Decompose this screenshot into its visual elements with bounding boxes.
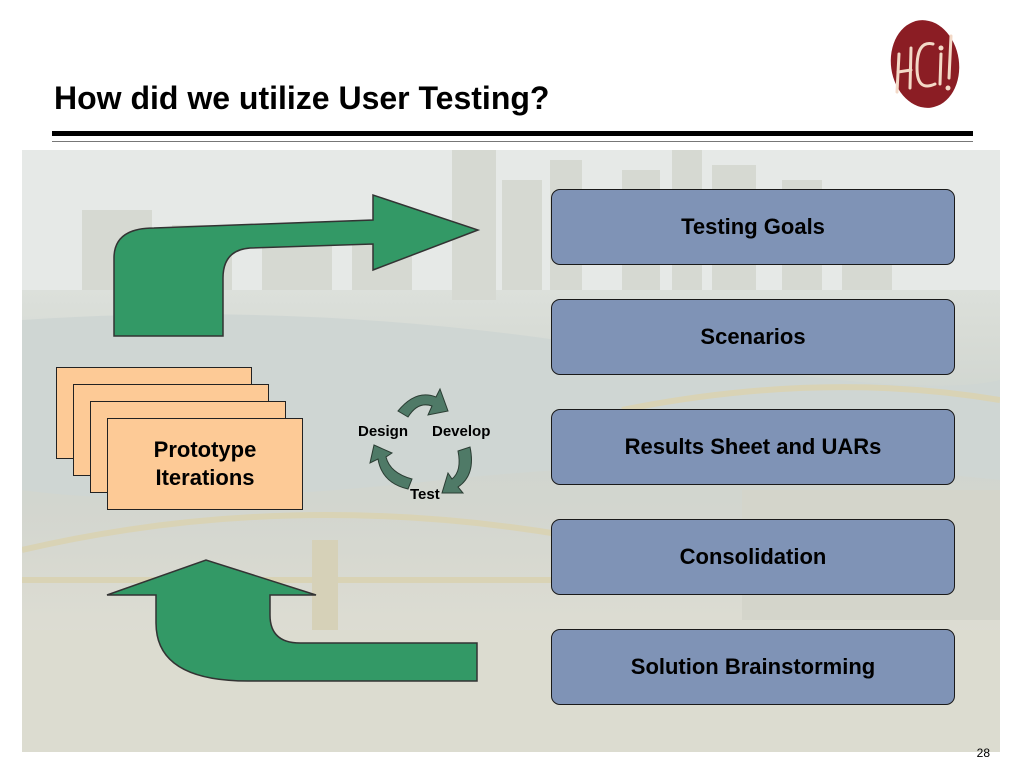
prototype-label-line2: Iterations <box>155 465 255 490</box>
step-solution-brainstorming: Solution Brainstorming <box>551 629 955 705</box>
title-divider <box>52 131 973 136</box>
hci-logo <box>890 20 960 108</box>
step-scenarios: Scenarios <box>551 299 955 375</box>
prototype-iterations-card: Prototype Iterations <box>107 418 303 510</box>
page-number: 28 <box>976 746 990 760</box>
cycle-label-develop: Develop <box>432 423 491 440</box>
step-testing-goals: Testing Goals <box>551 189 955 265</box>
step-results-sheet: Results Sheet and UARs <box>551 409 955 485</box>
cycle-arrow-right-icon <box>441 446 472 494</box>
title-underline <box>52 141 973 142</box>
prototype-label-line1: Prototype <box>153 437 257 462</box>
cycle-arrows <box>369 387 472 494</box>
cycle-arrow-left-icon <box>369 444 413 490</box>
bottom-bent-arrow-icon <box>106 559 478 682</box>
cycle-label-design: Design <box>358 423 409 440</box>
cycle-arrow-top-icon <box>397 387 449 418</box>
step-consolidation: Consolidation <box>551 519 955 595</box>
cycle-label-test: Test <box>410 486 440 503</box>
page-title: How did we utilize User Testing? <box>54 80 550 116</box>
top-bent-arrow-icon <box>113 193 481 337</box>
